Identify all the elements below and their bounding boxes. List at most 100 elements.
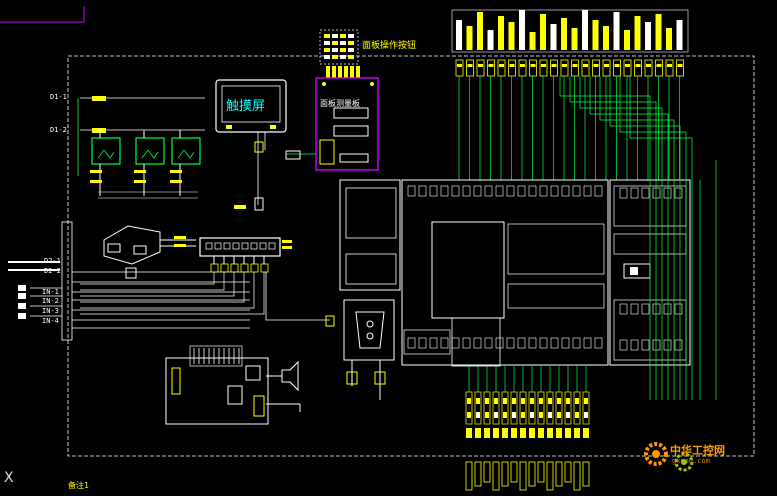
terminal-mark: [539, 412, 543, 418]
terminal: [655, 59, 663, 77]
plc-terminal: [561, 337, 570, 349]
coordinate-axis-icon: X: [4, 470, 14, 486]
panel-button: [332, 34, 338, 38]
terminal: [564, 461, 572, 483]
terminal-mark: [529, 428, 535, 438]
bus-line: [619, 76, 687, 400]
terminal: [644, 59, 653, 77]
terminal-mark: [485, 412, 489, 418]
terminal-mark: [557, 412, 561, 418]
plc-terminal: [418, 337, 427, 349]
plc-terminal: [630, 187, 639, 199]
plc-terminal: [619, 303, 628, 315]
plc-terminal: [473, 185, 482, 197]
terminal: [550, 59, 558, 77]
bus-line: [589, 76, 669, 400]
plc-terminal: [506, 337, 515, 349]
bus-line: [629, 76, 693, 400]
button-lead: [350, 66, 354, 78]
terminal-mark: [467, 398, 471, 404]
terminal: [573, 461, 581, 491]
switch-wiring: [80, 256, 335, 327]
plc-terminal: [407, 185, 416, 197]
input-terminal: [18, 293, 26, 299]
ethernet-switch: [199, 237, 292, 257]
plc-terminal: [630, 303, 639, 315]
terminal: [555, 461, 563, 487]
panel-button: [340, 48, 346, 52]
terminal-mark: [467, 412, 471, 418]
panel-button: [348, 55, 354, 59]
panel-button: [340, 41, 346, 45]
terminal-mark: [467, 64, 473, 67]
touch-screen-device: [215, 79, 287, 211]
rj45: [325, 315, 335, 327]
switch-port: [232, 242, 240, 250]
plc-terminal: [517, 337, 526, 349]
comm-module: [103, 225, 196, 279]
fuse: [170, 170, 182, 173]
plc-terminal: [451, 337, 460, 349]
terminal-mark: [520, 64, 525, 67]
plc-terminal: [462, 185, 471, 197]
terminal-mark: [485, 398, 489, 404]
tag-in-4: IN-4: [42, 317, 59, 325]
plc-terminal: [652, 187, 661, 199]
terminal-mark: [575, 412, 579, 418]
terminal-mark: [575, 398, 579, 404]
fuse: [90, 170, 102, 173]
terminal: [474, 391, 482, 425]
plc-terminal: [418, 185, 427, 197]
terminal-mark: [511, 428, 517, 438]
tag-in-1: IN-1: [42, 288, 59, 296]
terminal: [508, 22, 515, 50]
terminal-mark: [478, 64, 483, 67]
top-terminal-strip: [451, 9, 689, 53]
terminal: [465, 391, 473, 425]
terminal-mark: [521, 398, 525, 404]
terminal-mark: [484, 428, 490, 438]
plc-terminal: [561, 185, 570, 197]
terminal-mark: [551, 64, 557, 67]
power-supply: [91, 137, 121, 165]
terminal: [487, 59, 495, 77]
terminal-mark: [625, 64, 630, 67]
terminal: [582, 391, 590, 425]
panel-button: [332, 41, 338, 45]
switch-port: [259, 242, 267, 250]
terminal-mark: [572, 64, 578, 67]
plc-terminal: [495, 337, 504, 349]
plc-terminal: [451, 185, 460, 197]
button-lead: [332, 66, 336, 78]
terminal-mark: [541, 64, 546, 67]
terminal: [634, 16, 641, 50]
measure-board: [285, 77, 379, 171]
terminal: [529, 59, 537, 77]
terminal: [466, 26, 473, 50]
green-signal-bus: [559, 76, 717, 400]
terminal-mark: [656, 64, 662, 67]
plc-terminal: [652, 339, 661, 351]
plc-terminal: [528, 185, 537, 197]
terminal-row-2: [455, 59, 684, 180]
operator-buttons: [324, 34, 360, 78]
terminal: [581, 59, 590, 77]
terminal: [602, 59, 611, 77]
patch-wire: [80, 272, 235, 297]
switch-port: [205, 242, 213, 250]
terminal-mark: [503, 412, 507, 418]
terminal: [492, 391, 500, 425]
plc-terminal: [594, 337, 603, 349]
terminal: [510, 391, 518, 425]
patch-wire: [80, 272, 225, 291]
plc-terminal: [440, 337, 449, 349]
switch-port: [241, 242, 249, 250]
terminal: [483, 461, 491, 483]
plc-terminal: [440, 185, 449, 197]
terminal: [603, 26, 609, 50]
bus-line: [579, 76, 663, 400]
terminal-mark: [566, 412, 570, 418]
button-lead: [344, 66, 348, 78]
plc-terminal: [429, 337, 438, 349]
power-supply: [135, 137, 165, 165]
